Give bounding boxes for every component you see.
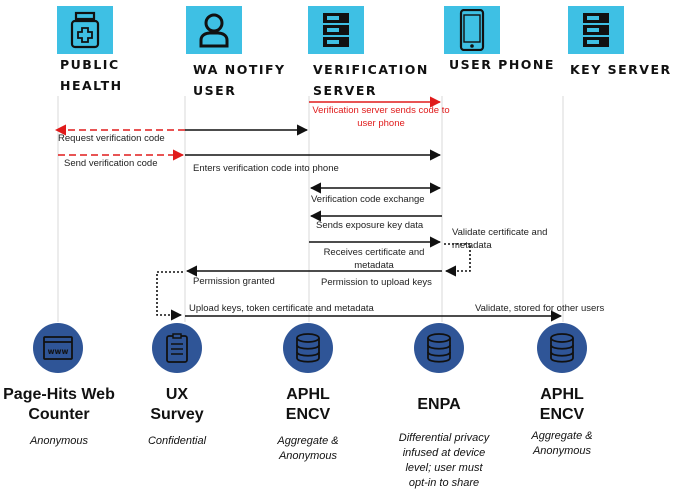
public-health-icon-box xyxy=(57,6,113,54)
user-phone-icon-box xyxy=(444,6,500,54)
msg-request-verification-code: Request verification code xyxy=(58,133,165,144)
medicine-bottle-icon xyxy=(70,11,100,49)
database-icon xyxy=(296,333,320,363)
actor-label-key-server: KEY SERVER xyxy=(570,62,672,77)
component-desc-page-hits: Anonymous xyxy=(29,435,89,447)
msg-enters-verification-code: Enters verification code into phone xyxy=(193,163,339,174)
component-desc-ux-survey: Confidential xyxy=(147,435,207,447)
svg-text:www: www xyxy=(48,347,69,356)
page-hits-counter-icon-circle: www xyxy=(33,323,83,373)
msg-receives-certificate: Receives certificate and metadata xyxy=(323,247,425,271)
component-desc-aphl-encv: Aggregate &Anonymous xyxy=(277,435,339,462)
aphl-encv-icon-circle xyxy=(283,323,333,373)
wa-notify-user-icon-box xyxy=(186,6,242,54)
verification-server-icon-box xyxy=(308,6,364,54)
user-icon xyxy=(199,13,229,48)
arrow-permission-loop xyxy=(156,271,183,321)
key-server-encv-icon-circle xyxy=(537,323,587,373)
msg-permission-granted: Permission granted xyxy=(193,276,275,287)
database-icon xyxy=(550,333,574,363)
arrow-validate-loop xyxy=(444,243,471,277)
msg-validate-certificate: Validate certificate and metadata xyxy=(452,227,548,251)
msg-verif-sends-code: Verification server sends code to user p… xyxy=(312,105,450,129)
database-icon xyxy=(427,333,451,363)
lifelines xyxy=(57,96,564,322)
msg-send-verification-code: Send verification code xyxy=(64,158,158,169)
msg-validate-stored: Validate, stored for other users xyxy=(475,303,605,314)
component-name-enpa: ENPA xyxy=(417,396,461,413)
msg-upload-keys: Upload keys, token certificate and metad… xyxy=(189,303,374,314)
server-icon xyxy=(323,13,349,47)
component-desc-aphl-encv-2: Aggregate &Anonymous xyxy=(531,430,593,457)
smartphone-icon xyxy=(459,9,485,51)
msg-verification-code-exchange: Verification code exchange xyxy=(311,194,425,205)
ux-survey-icon-circle xyxy=(152,323,202,373)
msg-permission-upload-keys: Permission to upload keys xyxy=(321,277,432,288)
web-browser-icon: www xyxy=(43,336,73,360)
enpa-icon-circle xyxy=(414,323,464,373)
msg-sends-exposure-key-data: Sends exposure key data xyxy=(316,220,424,231)
server-icon xyxy=(583,13,609,47)
clipboard-icon xyxy=(166,333,188,363)
key-server-icon-box xyxy=(568,6,624,54)
actor-label-user-phone: USER PHONE xyxy=(449,57,555,72)
